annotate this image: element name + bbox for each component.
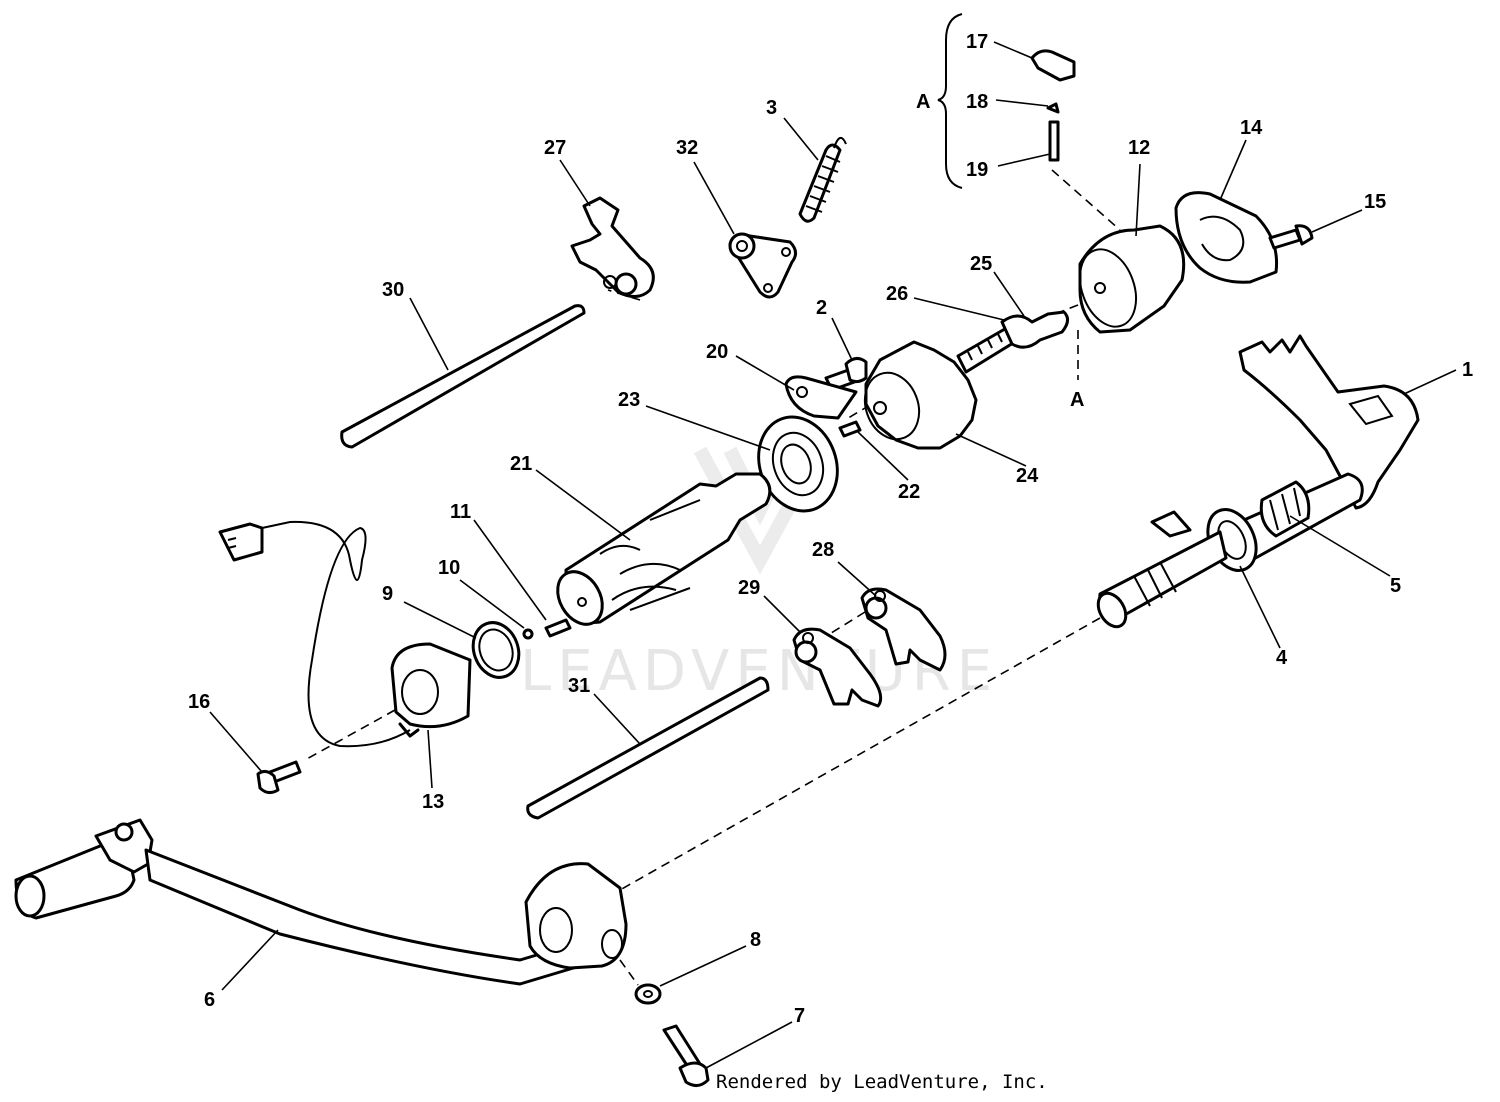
part-25-collar	[1000, 310, 1069, 349]
part-17-pin	[1030, 49, 1076, 82]
callout-2: 2	[816, 297, 827, 319]
callout-25: 25	[970, 253, 992, 275]
callout-13: 13	[422, 791, 444, 813]
part-19-spring-pin	[1048, 120, 1060, 162]
part-22-dowel-pin	[838, 420, 862, 438]
callout-14: 14	[1240, 117, 1263, 139]
callout-16: 16	[188, 691, 210, 713]
section-a-marker: A	[1070, 389, 1084, 411]
part-11-contact-pin	[544, 618, 572, 638]
part-20-plate	[784, 375, 858, 420]
part-30-shift-rod	[340, 304, 586, 449]
part-7-bolt	[662, 1024, 710, 1087]
part-15-screw	[1268, 224, 1314, 250]
callout-20: 20	[706, 341, 728, 363]
callout-3: 3	[766, 97, 777, 119]
part-21-shift-drum	[556, 472, 772, 626]
callout-26: 26	[886, 283, 908, 305]
callout-12: 12	[1128, 137, 1150, 159]
part-31-shift-rod	[526, 676, 770, 820]
part-5-collar	[1259, 480, 1311, 538]
part-18-ball	[1046, 102, 1060, 114]
callout-1: 1	[1462, 359, 1473, 381]
part-27-shift-fork	[570, 196, 655, 298]
shift-shaft-end	[1096, 510, 1228, 629]
part-9-o-ring	[471, 621, 521, 679]
callout-4: 4	[1276, 647, 1288, 669]
callout-18: 18	[966, 91, 988, 113]
callout-11: 11	[450, 501, 471, 523]
part-16-bolt	[256, 760, 302, 795]
callout-8: 8	[750, 929, 761, 951]
callout-17: 17	[966, 31, 988, 53]
callout-labels: 1 2 3 4 5 6 7 8 9 10 11 12 13 14 15 16 1…	[188, 31, 1473, 1027]
part-6-shift-pedal	[14, 818, 628, 986]
callout-22: 22	[898, 481, 920, 503]
assembly-lines	[304, 169, 1121, 986]
callout-31: 31	[568, 675, 590, 697]
callout-10: 10	[438, 557, 460, 579]
callout-32: 32	[676, 137, 698, 159]
part-10-spring	[522, 628, 534, 640]
callout-7: 7	[794, 1005, 805, 1027]
group-a-brace	[937, 13, 963, 189]
part-12-shift-cam	[1078, 224, 1186, 334]
callout-29: 29	[738, 577, 760, 599]
callout-27: 27	[544, 137, 566, 159]
part-8-washer	[634, 983, 662, 1005]
callout-5: 5	[1390, 575, 1401, 597]
callout-30: 30	[382, 279, 404, 301]
callout-19: 19	[966, 159, 988, 181]
callout-28: 28	[812, 539, 834, 561]
part-3-spring	[798, 137, 847, 223]
callout-23: 23	[618, 389, 640, 411]
rendered-by-footer: Rendered by LeadVenture, Inc.	[716, 1071, 1048, 1093]
part-13-neutral-switch	[218, 520, 472, 748]
group-a-label: A	[916, 91, 930, 113]
part-32-stopper-lever	[728, 232, 797, 299]
callout-15: 15	[1364, 191, 1386, 213]
leader-lines	[209, 41, 1457, 1069]
callout-9: 9	[382, 583, 393, 605]
callout-6: 6	[204, 989, 215, 1011]
callout-24: 24	[1016, 465, 1039, 487]
callout-21: 21	[510, 453, 532, 475]
part-29-shift-fork	[792, 627, 883, 708]
part-14-stopper-plate	[1174, 191, 1279, 284]
